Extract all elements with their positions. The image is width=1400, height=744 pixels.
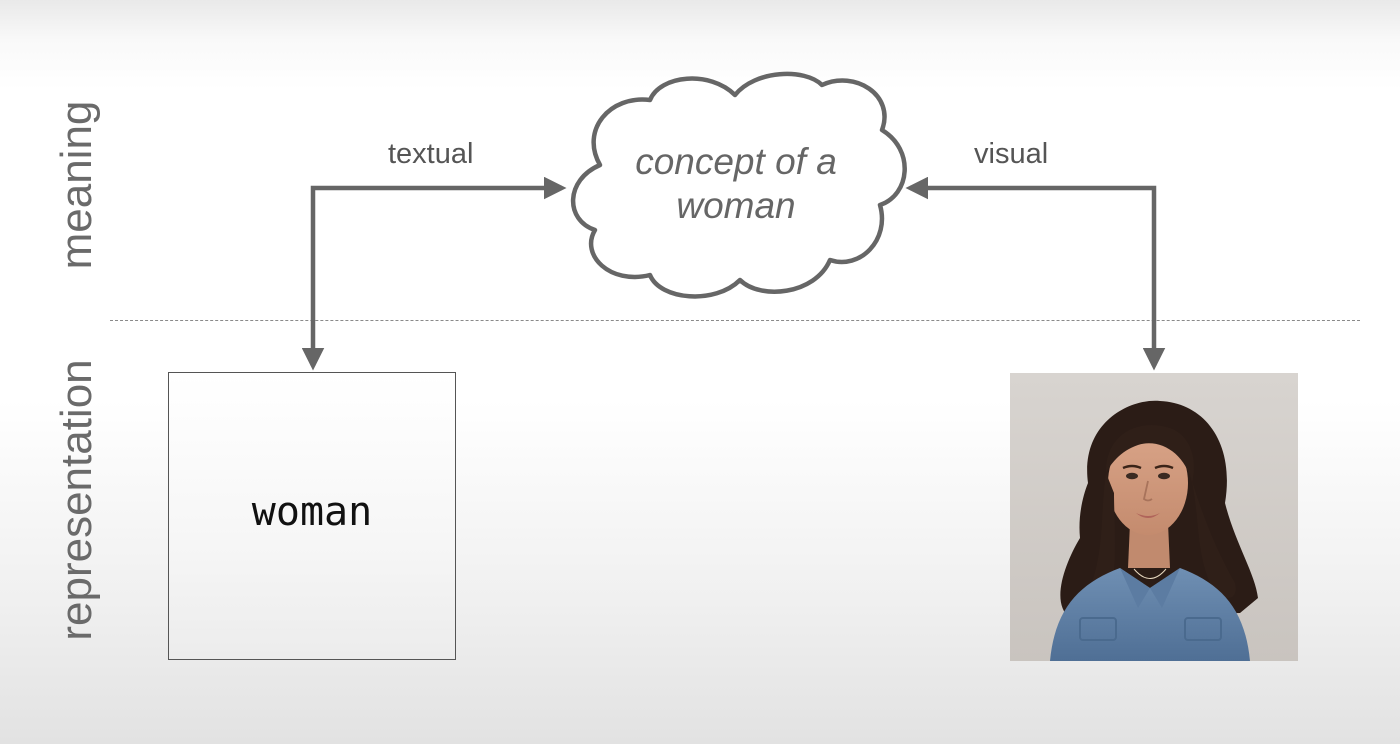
portrait-photo-icon bbox=[1010, 373, 1298, 661]
textual-representation-box: woman bbox=[168, 372, 456, 660]
textual-edge-label: textual bbox=[388, 138, 474, 170]
concept-label-line1: concept of a bbox=[635, 141, 837, 182]
concept-label: concept of a woman bbox=[600, 140, 872, 228]
textual-arrow bbox=[301, 176, 567, 371]
concept-label-line2: woman bbox=[676, 185, 796, 226]
layer-divider bbox=[110, 320, 1360, 321]
visual-edge-label: visual bbox=[974, 138, 1049, 170]
portrait-photo bbox=[1010, 373, 1298, 661]
textual-representation-word: woman bbox=[251, 489, 373, 535]
concept-cloud bbox=[570, 71, 907, 299]
visual-arrow bbox=[905, 176, 1166, 371]
